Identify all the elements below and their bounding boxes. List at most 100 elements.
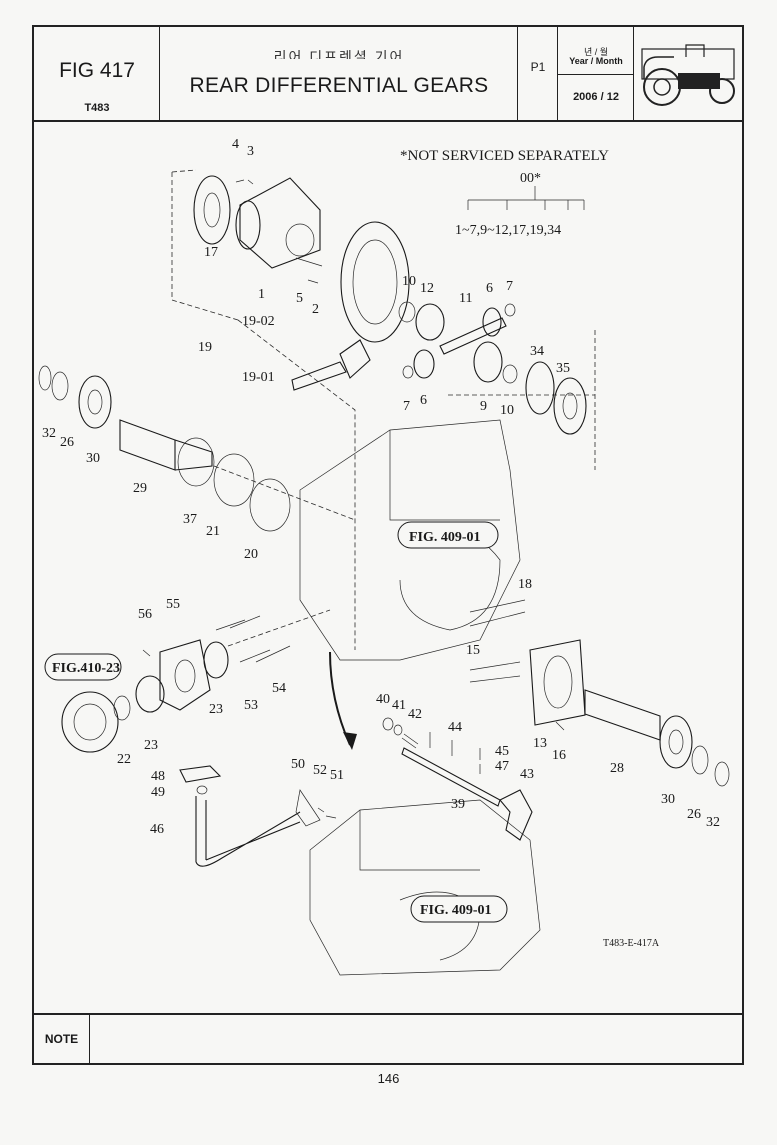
label-46: 46 <box>150 822 164 837</box>
label-42: 42 <box>408 707 422 722</box>
label-19-01: 19-01 <box>242 370 275 385</box>
bearing-23-upper <box>203 641 229 679</box>
label-9: 9 <box>480 399 487 414</box>
parts-sheet: FIG 417 T483 리어 디프렌셜 기어 REAR DIFFERENTIA… <box>32 25 744 1065</box>
label-1: 1 <box>258 287 265 302</box>
label-6-b: 6 <box>420 393 427 408</box>
gear-fig-410-23 <box>61 691 119 753</box>
year-month-korean: 년 / 월 <box>583 47 609 57</box>
label-7: 7 <box>506 279 513 294</box>
label-3: 3 <box>247 144 254 159</box>
title-cell: 리어 디프렌셜 기어 REAR DIFFERENTIAL GEARS <box>160 27 518 120</box>
label-30: 30 <box>86 451 100 466</box>
ref-fig-409-01-top: FIG. 409-01 <box>409 530 481 545</box>
note-label: NOTE <box>34 1015 90 1065</box>
snap-ring-32-right <box>714 761 730 787</box>
bearing-23-lower <box>135 675 165 713</box>
drawing-code: T483-E-417A <box>603 938 660 949</box>
label-39: 39 <box>451 797 465 812</box>
label-17: 17 <box>204 245 218 260</box>
year-month-english: Year / Month <box>569 56 623 65</box>
bearing-35 <box>553 377 587 435</box>
label-54: 54 <box>272 681 286 696</box>
label-43: 43 <box>520 767 534 782</box>
bracket-55 <box>159 639 211 711</box>
assembly-bracket <box>467 186 585 210</box>
cover-13 <box>529 639 586 726</box>
label-48: 48 <box>151 769 165 784</box>
label-55: 55 <box>166 597 180 612</box>
label-40: 40 <box>376 692 390 707</box>
label-22: 22 <box>117 752 131 767</box>
label-12: 12 <box>420 281 434 296</box>
label-19: 19 <box>198 340 212 355</box>
springs-53-54 <box>215 615 291 663</box>
label-49: 49 <box>151 785 165 800</box>
label-13: 13 <box>533 736 547 751</box>
page-label: P1 <box>530 60 546 74</box>
label-21: 21 <box>206 524 220 539</box>
title-korean: 리어 디프렌셜 기어 <box>273 49 405 59</box>
dash-leader-case <box>171 169 356 650</box>
retainer-18-15 <box>469 599 526 683</box>
label-4: 4 <box>232 137 239 152</box>
bearing-30-right <box>659 715 693 769</box>
label-23-b: 23 <box>144 738 158 753</box>
label-51: 51 <box>330 768 344 783</box>
shim-26 <box>51 371 69 401</box>
assembly-code: 00* <box>520 171 541 186</box>
pinion-shaft-19-01 <box>291 361 347 391</box>
ref-fig-409-01-bottom: FIG. 409-01 <box>420 903 492 918</box>
snap-ring-32 <box>38 365 52 391</box>
side-gear-9 <box>473 341 503 383</box>
label-7-b: 7 <box>403 399 410 414</box>
ring-37 <box>177 437 215 487</box>
diff-cover-34 <box>525 361 555 415</box>
bolt-4 <box>235 179 254 185</box>
note-row: NOTE <box>34 1013 742 1065</box>
date-value: 2006 / 12 <box>573 91 619 103</box>
label-10: 10 <box>402 274 416 289</box>
ref-fig-410-23: FIG.410-23 <box>52 661 120 676</box>
shift-rod-39 <box>401 747 501 807</box>
oring-49 <box>196 785 208 795</box>
label-5: 5 <box>296 291 303 306</box>
bearing-30 <box>78 375 112 429</box>
side-gear-12 <box>415 303 445 341</box>
label-32-b: 32 <box>706 815 720 830</box>
ring-20 <box>249 478 291 532</box>
label-6: 6 <box>486 281 493 296</box>
pin-5-2 <box>295 257 323 284</box>
pinion-shaft-11 <box>439 317 507 355</box>
label-26: 26 <box>60 435 74 450</box>
label-37: 37 <box>183 512 197 527</box>
label-29: 29 <box>133 481 147 496</box>
pins-44-45-47 <box>429 732 481 774</box>
page-number: 146 <box>377 1071 400 1086</box>
date-heading: 년 / 월 Year / Month <box>558 44 634 75</box>
plate-48 <box>179 765 222 783</box>
nut-22 <box>113 695 131 721</box>
label-26-b: 26 <box>687 807 701 822</box>
bolt-56 <box>142 649 151 657</box>
tractor-icon <box>641 44 735 106</box>
spring-42 <box>401 733 419 749</box>
arm-50 <box>295 789 321 827</box>
shaft-29 <box>119 419 176 471</box>
label-35: 35 <box>556 361 570 376</box>
ring-gear-19-02 <box>340 221 410 343</box>
title-english: REAR DIFFERENTIAL GEARS <box>189 74 489 97</box>
label-45: 45 <box>495 744 509 759</box>
label-2: 2 <box>312 302 319 317</box>
date-cell: 년 / 월 Year / Month 2006 / 12 <box>558 27 634 120</box>
ring-21 <box>213 453 255 507</box>
label-10-b: 10 <box>500 403 514 418</box>
label-18: 18 <box>518 577 532 592</box>
bearing-17 <box>193 175 231 245</box>
label-23-a: 23 <box>209 702 223 717</box>
pinion-gear-6 <box>482 307 502 337</box>
fig-number: FIG 417 <box>59 59 135 82</box>
not-serviced-note: *NOT SERVICED SEPARATELY <box>400 148 609 164</box>
label-20: 20 <box>244 547 258 562</box>
bolt-16 <box>555 721 565 731</box>
